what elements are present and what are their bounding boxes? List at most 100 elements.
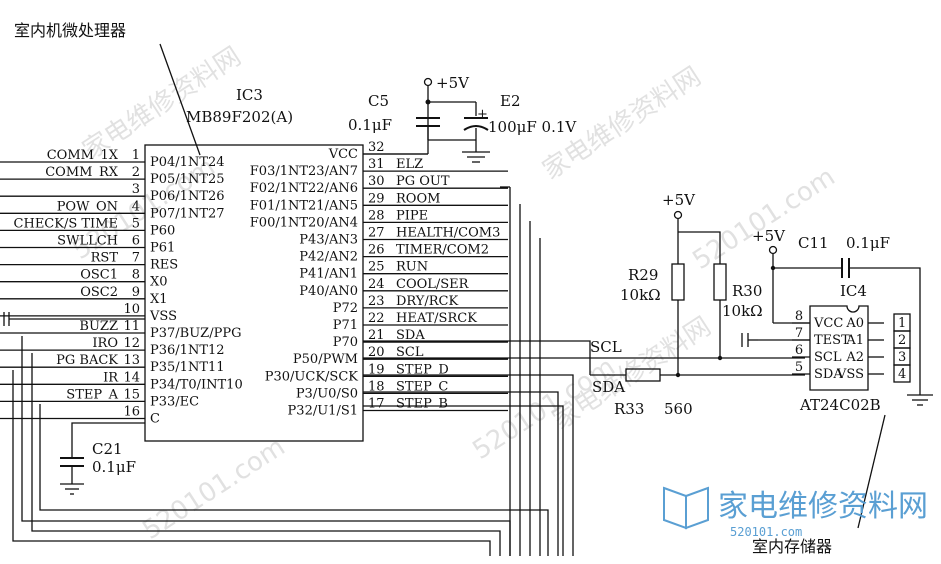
ic4-pin-name: A0 [845, 316, 864, 331]
ic3-pin-number: 5 [132, 216, 140, 231]
vcc-terminal [768, 245, 778, 255]
r29-value: 10kΩ [620, 286, 661, 304]
ic3-pin-number: 13 [123, 353, 140, 368]
ic3-pin-number: 20 [368, 345, 385, 360]
c5-value: 0.1μF [348, 116, 392, 134]
ic3-net-label: OSC1 [80, 268, 118, 283]
ic3-pin-name: P07/1NT27 [150, 206, 225, 221]
right-bus-wires [363, 186, 574, 556]
ic3-pin-name: F03/1NT23/AN7 [250, 164, 358, 179]
sda-branch [363, 340, 591, 375]
sda-label: SDA [592, 378, 625, 396]
ic3-pin-number: 8 [132, 268, 140, 283]
ic3-pin-name: X0 [150, 275, 168, 290]
e2-curved-plate [463, 125, 489, 131]
ic3-pin-name: P35/1NT11 [150, 360, 225, 375]
title-label: 室内机微处理器 [14, 21, 126, 40]
ic3-pin-number: 28 [368, 208, 385, 223]
ic3-pin-name: P06/1NT26 [150, 189, 225, 204]
vcc-terminal [673, 210, 683, 220]
watermark-text: 520101.com [137, 432, 290, 546]
ic3-net-label: PG BACK [56, 353, 118, 368]
ic3-pin-number: 2 [132, 165, 140, 180]
e2-plus: + [477, 107, 488, 122]
ic3-net-label: RST [91, 251, 119, 266]
ic3-pin-name: VCC [328, 147, 358, 162]
ic3-net-label: ELZ [396, 157, 423, 172]
r30-ref: R30 [732, 282, 762, 300]
ic3-net-label: STEP_A [66, 387, 118, 402]
scl-label: SCL [590, 338, 622, 356]
brand-watermark: 家电维修资料网 520101.com [663, 486, 928, 539]
ic3-pin-name: P72 [333, 301, 358, 316]
ic3-net-label: SWLLCH [57, 234, 118, 249]
title-pointer [159, 43, 201, 156]
ic3-pin-number: 16 [123, 405, 140, 420]
ic3-net-label: OSC2 [80, 285, 118, 300]
watermark-text: 520101.com [687, 162, 840, 276]
ic3-pin-number: 15 [123, 387, 140, 402]
ic3-pin-number: 31 [368, 157, 385, 172]
junction-dot [675, 372, 681, 378]
ic3-pin-number: 25 [368, 260, 385, 275]
ic3-pin-number: 3 [132, 182, 140, 197]
ic3-pin-number: 6 [132, 234, 140, 249]
ic3-net-label: CHECK/S TIME [14, 216, 118, 231]
ic3-pin-name: P32/U1/S1 [288, 404, 358, 419]
ic4-pin-number: 4 [898, 367, 906, 382]
c5-ref: C5 [368, 92, 389, 110]
ic3-pin-number: 1 [132, 148, 140, 163]
ic4-pin-name: A2 [845, 350, 864, 365]
ic4-pin-number: 7 [795, 326, 803, 341]
junction-dot [717, 355, 723, 361]
ic3-net-label: STEP_C [396, 379, 448, 394]
ic4-supply: +5V C11 0.1μF [741, 227, 933, 406]
ic3-net-label: IR [103, 370, 119, 385]
ic4-ref: IC4 [840, 282, 867, 300]
ic3-pin-name: P05/1NT25 [150, 172, 225, 187]
ic3-pin-number: 29 [368, 191, 385, 206]
ic4-pin-name: VCC [813, 316, 843, 331]
ic3-pin-number: 26 [368, 243, 385, 258]
ic3-pin-name: P70 [333, 335, 358, 350]
ic3-pin-number: 18 [368, 379, 385, 394]
ic3-pin-name: P43/AN3 [299, 233, 358, 248]
ic3-pin-number: 9 [132, 285, 140, 300]
ic3-pin-number: 21 [368, 328, 385, 343]
ic3-pin-name: P50/PWM [293, 352, 358, 367]
ic3-pin-number: 17 [368, 397, 385, 412]
pullup-network: +5V R29 10kΩ R30 10kΩ [620, 191, 763, 378]
ic3-net-label: ROOM [396, 191, 440, 206]
ic3-pin-name: P3/U0/S0 [296, 386, 358, 401]
ic4-pin-number: 2 [898, 333, 906, 348]
e2-ref: E2 [500, 92, 521, 110]
r29-body [671, 263, 685, 301]
ic3-pin-name: P61 [150, 241, 175, 256]
c11-ref: C11 [798, 234, 829, 252]
ic3-pin-number: 19 [368, 362, 385, 377]
ic4-pin-name: SCL [814, 350, 842, 365]
ic4-pin-number: 6 [795, 343, 803, 358]
ic3-pin-name: P40/AN0 [299, 284, 358, 299]
ic3-pin-name: P34/T0/INT10 [150, 377, 243, 392]
c21-capacitor: C21 0.1μF [60, 422, 145, 495]
ic4-pin-number: 5 [795, 360, 803, 375]
ic3-ref: IC3 [236, 86, 263, 104]
ic3-pin-name: P71 [333, 318, 358, 333]
ic3-pin-number: 23 [368, 294, 385, 309]
ic3-pin-name: P30/UCK/SCK [265, 369, 359, 384]
supply-label: +5V [752, 227, 786, 245]
c21-value: 0.1μF [92, 458, 136, 476]
ic3-pin-name: F02/1NT22/AN6 [250, 181, 358, 196]
supply-network: +5V + C5 0.1μF E2 100μF 0.1V [348, 74, 577, 163]
ic3-net-label: PIPE [396, 208, 428, 223]
ic4-pin-number: 3 [898, 350, 906, 365]
ic3-net-label: STEP_D [396, 362, 449, 377]
ic3-pin-name: P42/AN2 [299, 250, 358, 265]
ic3-pin-number: 32 [368, 140, 385, 155]
ic3-pin-name: F00/1NT20/AN4 [250, 215, 358, 230]
brand-name: 家电维修资料网 [718, 489, 928, 524]
ic3-net-label: STEP_B [396, 397, 448, 412]
